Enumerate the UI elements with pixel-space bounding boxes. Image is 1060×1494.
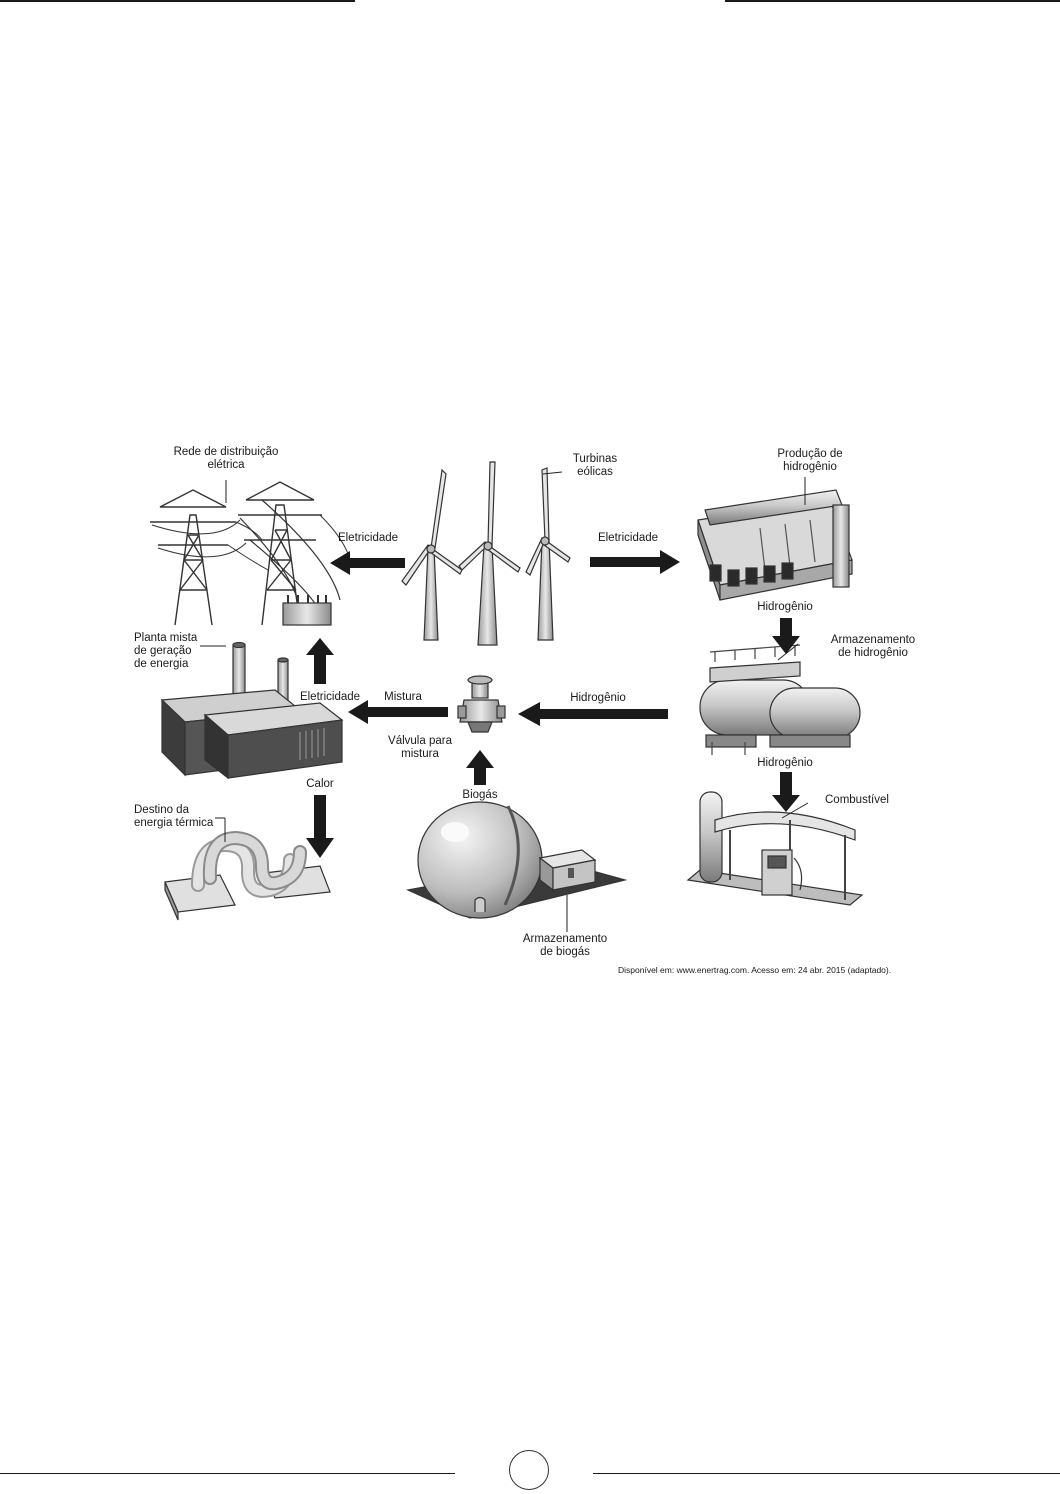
arrow-valve-to-plant <box>348 700 448 724</box>
label-eletricidade-up: Eletricidade <box>299 691 361 703</box>
top-rule-right <box>725 0 1060 2</box>
biogas-storage-illustration <box>406 801 628 919</box>
label-armazenamento-hidrogenio: Armazenamento de hidrogênio <box>830 634 916 659</box>
source-citation: Disponível em: www.enertrag.com. Acesso … <box>618 965 892 975</box>
label-combustivel: Combustível <box>825 794 889 806</box>
armazenamento-h-leader-line <box>777 643 799 661</box>
bottom-rule-right <box>593 1473 1060 1474</box>
label-hidrogenio-mid: Hidrogênio <box>570 692 626 704</box>
fuel-station-illustration <box>686 791 864 906</box>
transmission-tower-illustration <box>150 481 351 626</box>
arrow-storage-to-fuel <box>772 772 800 812</box>
label-armazenamento-biogas: Armazenamento de biogás <box>522 933 608 958</box>
arrow-turbines-to-grid <box>330 551 405 575</box>
hydrogen-storage-illustration <box>699 644 861 755</box>
label-producao-hidrogenio: Produção de hidrogênio <box>777 448 843 473</box>
label-hidrogenio-2: Hidrogênio <box>757 757 813 769</box>
power-plant-illustration <box>160 641 344 780</box>
label-rede-distribuicao: Rede de distribuição elétrica <box>173 446 279 471</box>
mixing-valve-illustration <box>457 675 506 733</box>
hydrogen-production-illustration <box>697 489 853 601</box>
transformer-illustration <box>282 595 332 626</box>
label-eletricidade-right: Eletricidade <box>597 532 659 544</box>
top-rule-left <box>0 0 355 2</box>
label-turbinas-eolicas: Turbinas eólicas <box>572 453 618 478</box>
arrow-plant-to-thermal <box>306 795 334 858</box>
flow-arrows <box>306 550 800 858</box>
label-planta-mista: Planta mista de geração de energia <box>134 632 198 670</box>
label-destino-energia-termica: Destino da energia térmica <box>134 804 214 829</box>
label-mistura: Mistura <box>384 691 422 703</box>
combustivel-leader-line <box>781 802 809 819</box>
arrow-storage-to-valve <box>518 702 668 726</box>
label-biogas: Biogás <box>462 789 498 801</box>
turbinas-leader-line <box>542 471 563 475</box>
wind-turbines-illustration <box>401 461 571 646</box>
thermal-destination-illustration <box>164 830 331 921</box>
arrow-hydrogen-prod-to-storage <box>772 618 800 654</box>
label-eletricidade-left: Eletricidade <box>337 532 399 544</box>
label-calor: Calor <box>306 778 334 790</box>
label-valvula-mistura: Válvula para mistura <box>388 735 452 760</box>
label-hidrogenio-1: Hidrogênio <box>757 601 813 613</box>
page-number-circle <box>509 1450 549 1490</box>
arrow-turbines-to-hydrogen <box>590 550 680 574</box>
arrow-plant-to-grid <box>306 638 334 684</box>
arrow-biogas-to-valve <box>466 750 494 785</box>
bottom-rule-left <box>0 1473 455 1474</box>
